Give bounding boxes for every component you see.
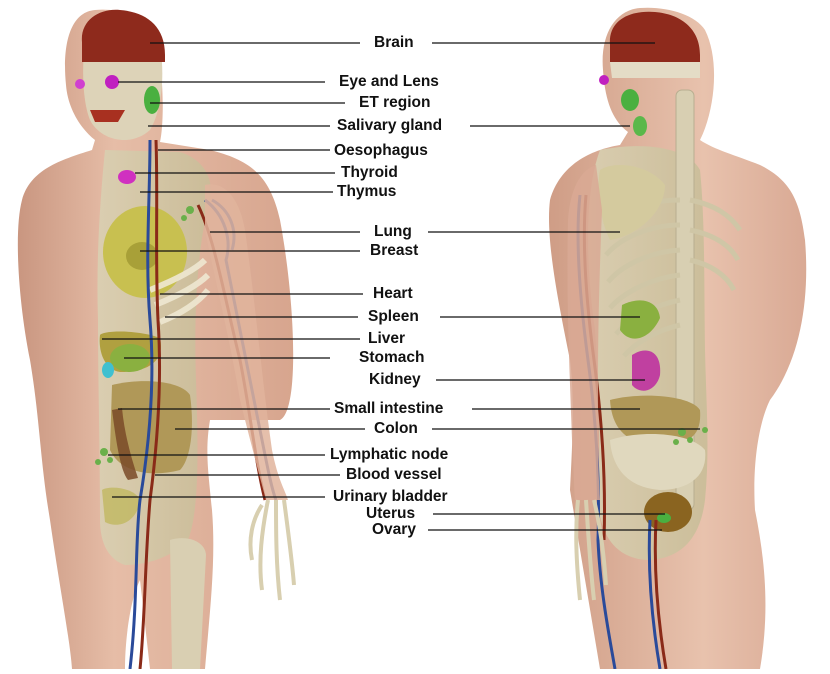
back-gland-lower — [633, 116, 647, 136]
label-thyroid: Thyroid — [341, 164, 398, 182]
label-heart: Heart — [373, 285, 413, 303]
front-eye-left — [105, 75, 119, 89]
label-spleen: Spleen — [368, 308, 419, 326]
back-eye — [599, 75, 609, 85]
label-colon: Colon — [374, 420, 418, 438]
label-thymus: Thymus — [337, 183, 396, 201]
front-femur — [170, 538, 206, 669]
label-brain: Brain — [374, 34, 414, 52]
front-eye-far — [75, 79, 85, 89]
label-salivary-gland: Salivary gland — [337, 117, 442, 135]
label-stomach: Stomach — [359, 349, 424, 367]
back-arm — [567, 165, 602, 500]
front-hand — [250, 500, 294, 600]
label-oesophagus: Oesophagus — [334, 142, 428, 160]
label-small-intestine: Small intestine — [334, 400, 443, 418]
front-thyroid — [118, 170, 136, 184]
label-ovary: Ovary — [372, 521, 416, 539]
label-urinary-bladder: Urinary bladder — [333, 488, 448, 506]
back-salivary-gland — [621, 89, 639, 111]
back-skull-base — [610, 62, 700, 78]
label-blood-vessel: Blood vessel — [346, 466, 442, 484]
front-brain — [82, 10, 165, 62]
back-view-figure — [549, 8, 806, 669]
label-et-region: ET region — [359, 94, 430, 112]
front-et-region — [144, 86, 160, 114]
label-lung: Lung — [374, 223, 412, 241]
label-lymphatic-node: Lymphatic node — [330, 446, 448, 464]
front-gallbladder — [102, 362, 114, 378]
label-liver: Liver — [368, 330, 405, 348]
label-eye-and-lens: Eye and Lens — [339, 73, 439, 91]
label-kidney: Kidney — [369, 371, 421, 389]
label-breast: Breast — [370, 242, 418, 260]
front-breast-core — [126, 242, 158, 270]
